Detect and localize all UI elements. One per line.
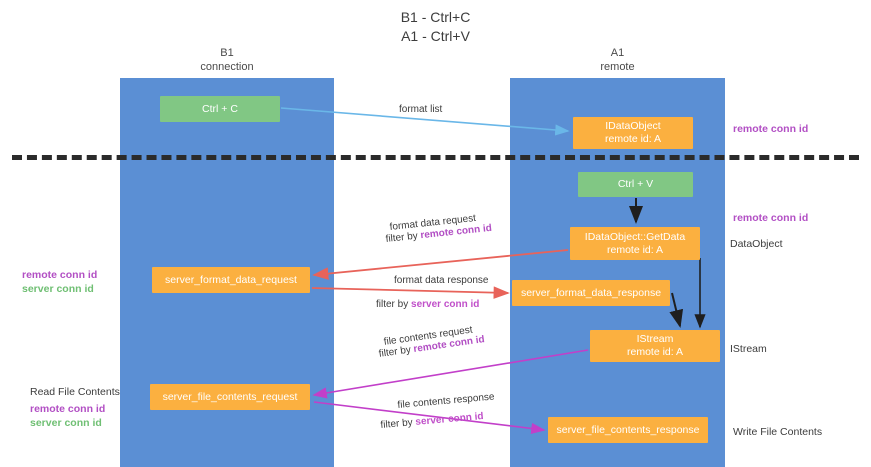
node-server-file-contents-response[interactable]: server_file_contents_response: [548, 417, 708, 443]
edge-format-data-response: [311, 286, 510, 299]
node-server-file-contents-request-label: server_file_contents_request: [162, 390, 298, 403]
node-idataobject-sub: remote id: A: [604, 133, 662, 145]
filter-prefix: filter by: [378, 344, 415, 360]
edge-label-format-data-response: format data response: [394, 275, 489, 286]
annotation-left-conn-ids-bottom: remote conn id server conn id: [30, 402, 105, 430]
annotation-right-istream: IStream: [730, 343, 767, 355]
node-ctrl-c[interactable]: Ctrl + C: [160, 96, 280, 122]
annotation-left-remote-conn-id-bottom: remote conn id: [30, 403, 106, 415]
column-header-a1: A1 remote: [510, 46, 725, 74]
node-server-format-data-response-label: server_format_data_response: [520, 286, 662, 299]
annotation-left-remote-conn-id-mid: remote conn id: [22, 269, 98, 281]
edge-label-file-contents-response-filter: filter by server conn id: [380, 410, 484, 432]
filter-key-server-conn-id: server conn id: [414, 410, 485, 428]
node-idataobject[interactable]: IDataObject remote id: A: [573, 117, 693, 149]
filter-key-server-conn-id: server conn id: [411, 299, 480, 310]
node-server-file-contents-request[interactable]: server_file_contents_request: [150, 384, 310, 410]
node-ctrl-v[interactable]: Ctrl + V: [578, 172, 693, 197]
node-idataobject-getdata[interactable]: IDataObject::GetData remote id: A: [570, 227, 700, 260]
node-istream-sub: remote id: A: [626, 346, 684, 358]
diagram-title-line-2: A1 - Ctrl+V: [401, 28, 470, 44]
node-server-file-contents-response-label: server_file_contents_response: [556, 423, 700, 436]
node-server-format-data-request-label: server_format_data_request: [165, 273, 297, 286]
node-ctrl-c-label: Ctrl + C: [202, 102, 238, 115]
column-header-b1-name: B1: [220, 47, 234, 59]
column-header-b1-role: connection: [200, 61, 254, 73]
annotation-right-remote-conn-id-mid: remote conn id: [733, 212, 809, 224]
annotation-left-conn-ids-mid: remote conn id server conn id: [22, 268, 97, 296]
node-ctrl-v-label: Ctrl + V: [617, 178, 654, 190]
annotation-right-dataobject: DataObject: [730, 238, 783, 250]
node-idataobject-getdata-sub: remote id: A: [606, 243, 664, 256]
diagram-title: B1 - Ctrl+C A1 - Ctrl+V: [0, 8, 871, 46]
node-istream[interactable]: IStream remote id: A: [590, 330, 720, 362]
diagram-title-line-1: B1 - Ctrl+C: [400, 9, 471, 25]
node-server-format-data-request[interactable]: server_format_data_request: [152, 267, 310, 293]
node-istream-label: IStream: [636, 333, 674, 345]
annotation-left-read-file-contents: Read File Contents: [30, 386, 120, 398]
node-server-format-data-response[interactable]: server_format_data_response: [512, 280, 670, 306]
edge-label-file-contents-response: file contents response: [397, 391, 495, 411]
phase-divider: [12, 155, 859, 160]
filter-prefix: filter by: [385, 230, 422, 245]
annotation-left-server-conn-id-bottom: server conn id: [30, 417, 102, 429]
edge-label-format-data-response-filter: filter by server conn id: [376, 298, 479, 311]
filter-prefix: filter by: [376, 299, 412, 310]
column-header-b1: B1 connection: [120, 46, 334, 74]
column-header-a1-role: remote: [600, 61, 635, 73]
node-idataobject-getdata-label: IDataObject::GetData: [584, 230, 686, 243]
filter-prefix: filter by: [380, 416, 416, 431]
column-header-a1-name: A1: [610, 47, 625, 59]
node-idataobject-label: IDataObject: [605, 120, 661, 132]
edge-label-format-list: format list: [399, 104, 443, 115]
annotation-right-write-file-contents: Write File Contents: [733, 426, 823, 438]
annotation-left-server-conn-id-mid: server conn id: [22, 283, 94, 295]
annotation-right-remote-conn-id-top: remote conn id: [733, 123, 809, 135]
